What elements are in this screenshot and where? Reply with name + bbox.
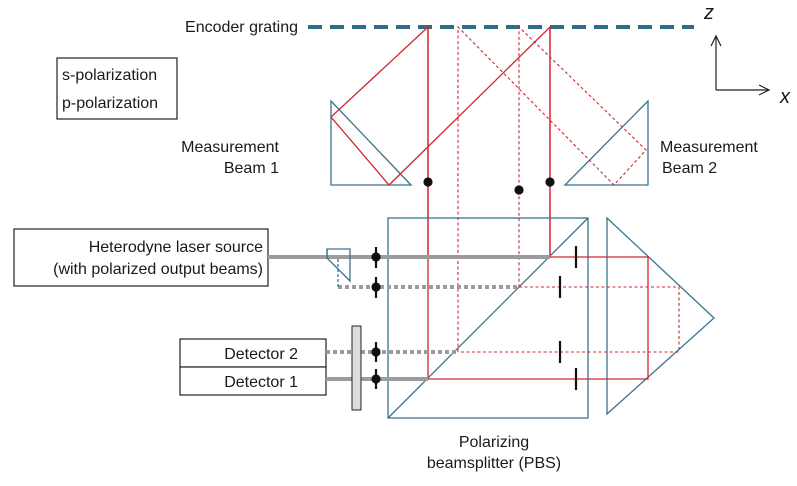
detector-1-box — [179, 366, 327, 396]
left-retro-prism — [330, 99, 413, 186]
legend-s-polarization: s-polarization — [62, 67, 157, 84]
polarizing-beamsplitter — [387, 217, 589, 419]
beam1-label-line2: Beam 1 — [224, 160, 279, 177]
beam1-label-line1: Measurement — [181, 139, 279, 156]
beam2-label-line2: Beam 2 — [662, 160, 717, 177]
right-retro-prism — [563, 99, 649, 186]
encoder-grating-label: Encoder grating — [185, 19, 298, 36]
laser-source-label-line2: (with polarized output beams) — [53, 261, 263, 278]
beam-path-p — [457, 25, 647, 352]
laser-source-label-line1: Heterodyne laser source — [89, 239, 263, 256]
detector-2-label: Detector 2 — [224, 346, 298, 363]
legend-p-polarization: p-polarization — [62, 95, 158, 112]
small-splitter-prism — [326, 248, 351, 287]
beam2-label-line1: Measurement — [660, 139, 758, 156]
axes-indicator — [710, 34, 771, 96]
pbs-label-line1: Polarizing — [459, 434, 529, 451]
detector-1-label: Detector 1 — [224, 374, 298, 391]
polarizer-plate — [351, 325, 362, 411]
axis-x-label: x — [779, 86, 791, 108]
beam-path-s — [330, 25, 551, 379]
polarization-legend: s-polarization p-polarization — [56, 57, 178, 120]
roof-prism — [606, 216, 715, 416]
pbs-label-line2: beamsplitter (PBS) — [427, 455, 561, 472]
axis-z-label: z — [703, 2, 714, 24]
polarization-markers — [371, 177, 578, 390]
